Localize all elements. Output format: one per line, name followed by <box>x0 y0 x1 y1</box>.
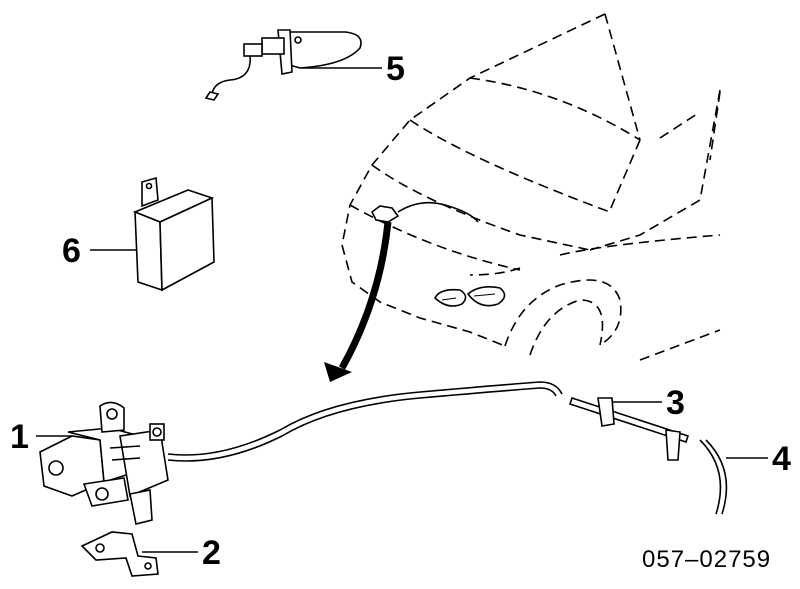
vehicle-outline <box>341 13 721 361</box>
callout-1: 1 <box>10 418 29 456</box>
callout-4: 4 <box>772 440 791 478</box>
cable-end-drawing <box>699 439 728 515</box>
control-module-drawing <box>132 176 215 292</box>
callout-6: 6 <box>62 232 81 270</box>
diagram-code: 057–02759 <box>642 546 772 573</box>
sensor-location-marker <box>370 201 479 223</box>
leader-lines <box>36 67 768 553</box>
clip-bracket-drawing <box>568 396 690 461</box>
actuator-drawing <box>39 401 169 525</box>
height-sensor-drawing <box>204 29 362 101</box>
callout-5: 5 <box>386 50 405 88</box>
leveling-cable <box>167 381 563 462</box>
callout-3: 3 <box>666 384 685 422</box>
headlight <box>434 286 506 307</box>
callout-2: 2 <box>202 534 221 572</box>
bracket-drawing <box>80 531 159 577</box>
location-arrow <box>324 221 392 382</box>
